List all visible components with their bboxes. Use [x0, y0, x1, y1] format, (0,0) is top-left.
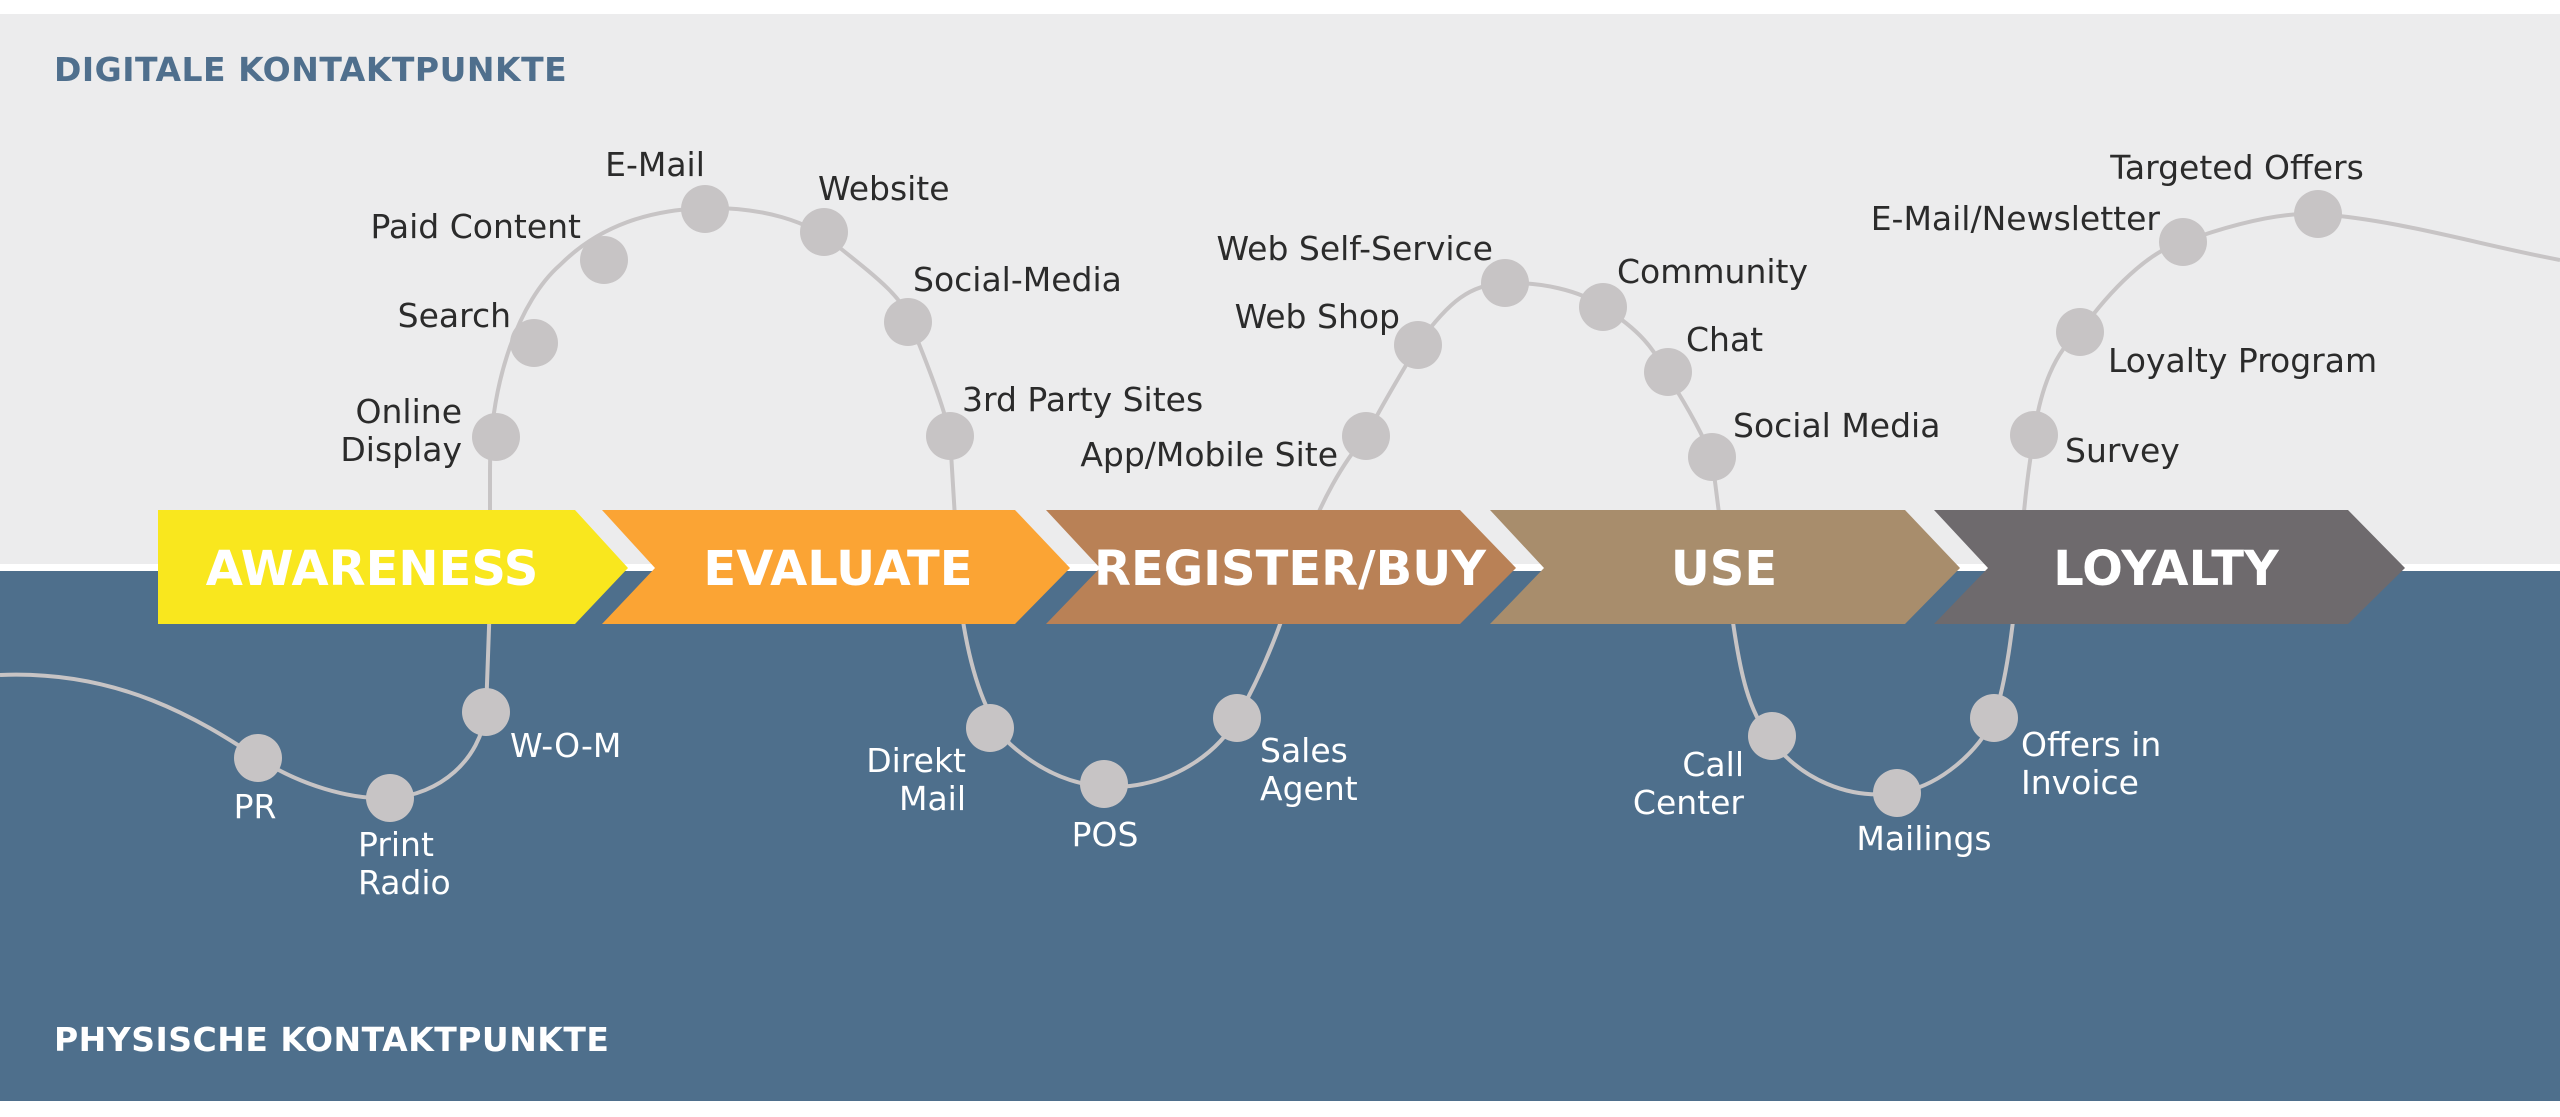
stage-loyalty-label: LOYALTY: [2053, 541, 2280, 597]
label-wom: W-O-M: [510, 726, 621, 765]
label-display: Display: [340, 430, 462, 469]
label-loyalty-program: Loyalty Program: [2108, 341, 2377, 380]
node-loyalty-program: [2056, 308, 2104, 356]
label-invoice: Invoice: [2021, 763, 2139, 802]
node-third-party-sites: [926, 412, 974, 460]
digital-touchpoints-band: [0, 14, 2560, 564]
label-mailings: Mailings: [1856, 819, 1991, 858]
digital-labels: Online Display Search Paid Content E-Mai…: [340, 145, 2377, 474]
label-center: Center: [1633, 783, 1745, 822]
label-community: Community: [1617, 252, 1808, 291]
label-web-self-service: Web Self-Service: [1216, 229, 1493, 268]
stage-evaluate-label: EVALUATE: [703, 541, 972, 597]
label-mail: Mail: [899, 779, 966, 818]
label-web-shop: Web Shop: [1235, 297, 1400, 336]
label-email-newsletter: E-Mail/Newsletter: [1871, 199, 2161, 238]
node-community: [1579, 283, 1627, 331]
node-sales-agent: [1213, 694, 1261, 742]
label-online: Online: [356, 392, 462, 431]
label-offers-in: Offers in: [2021, 725, 2161, 764]
stage-evaluate-chevron: [602, 510, 1070, 624]
node-web-self-service: [1481, 259, 1529, 307]
node-survey: [2010, 411, 2058, 459]
stage-use-chevron: [1490, 510, 1960, 624]
label-email: E-Mail: [605, 145, 705, 184]
node-web-shop: [1394, 321, 1442, 369]
node-email-newsletter: [2159, 218, 2207, 266]
node-social-media-1: [884, 298, 932, 346]
node-offers-in-invoice: [1970, 694, 2018, 742]
label-social-media-2: Social Media: [1733, 406, 1940, 445]
node-search: [510, 319, 558, 367]
label-agent: Agent: [1260, 769, 1358, 808]
label-sales: Sales: [1260, 731, 1348, 770]
node-chat: [1644, 348, 1692, 396]
touchpoint-nodes: [234, 185, 2342, 822]
node-social-media-2: [1688, 433, 1736, 481]
node-website: [800, 208, 848, 256]
label-print: Print: [358, 825, 434, 864]
node-app-mobile-site: [1342, 412, 1390, 460]
node-online-display: [472, 413, 520, 461]
node-email: [681, 185, 729, 233]
label-search: Search: [398, 296, 511, 335]
node-print-radio: [366, 774, 414, 822]
node-direkt-mail: [966, 704, 1014, 752]
label-call: Call: [1682, 745, 1744, 784]
stage-loyalty-chevron: [1934, 510, 2405, 624]
node-mailings: [1873, 769, 1921, 817]
stage-awareness-chevron: [158, 510, 628, 624]
node-pr: [234, 734, 282, 782]
stage-use-label: USE: [1671, 541, 1777, 597]
label-website: Website: [818, 169, 950, 208]
label-social-media-1: Social-Media: [913, 260, 1122, 299]
label-targeted-offers: Targeted Offers: [2109, 148, 2364, 187]
node-targeted-offers: [2294, 190, 2342, 238]
node-pos: [1080, 760, 1128, 808]
label-third-party-sites: 3rd Party Sites: [962, 380, 1203, 419]
label-app-mobile-site: App/Mobile Site: [1080, 435, 1338, 474]
label-direkt: Direkt: [866, 741, 966, 780]
physical-labels: PR Print Radio W-O-M Direkt Mail POS Sal…: [234, 725, 2162, 902]
node-paid-content: [580, 236, 628, 284]
physical-touchpoints-band: [0, 571, 2560, 1101]
stage-labels: AWARENESS EVALUATE REGISTER/BUY USE LOYA…: [206, 541, 2280, 597]
label-survey: Survey: [2065, 431, 2180, 470]
node-call-center: [1748, 712, 1796, 760]
label-pr: PR: [234, 787, 277, 826]
stage-register-chevron: [1046, 510, 1516, 624]
digital-section-title: DIGITALE KONTAKTPUNKTE: [54, 50, 568, 89]
label-paid-content: Paid Content: [371, 207, 582, 246]
physical-section-title: PHYSISCHE KONTAKTPUNKTE: [54, 1020, 610, 1059]
label-radio: Radio: [358, 863, 451, 902]
stage-chevrons: [158, 510, 2405, 624]
label-pos: POS: [1072, 815, 1139, 854]
node-wom: [462, 688, 510, 736]
stage-register-label: REGISTER/BUY: [1094, 541, 1487, 597]
stage-awareness-label: AWARENESS: [206, 541, 539, 597]
label-chat: Chat: [1686, 320, 1763, 359]
